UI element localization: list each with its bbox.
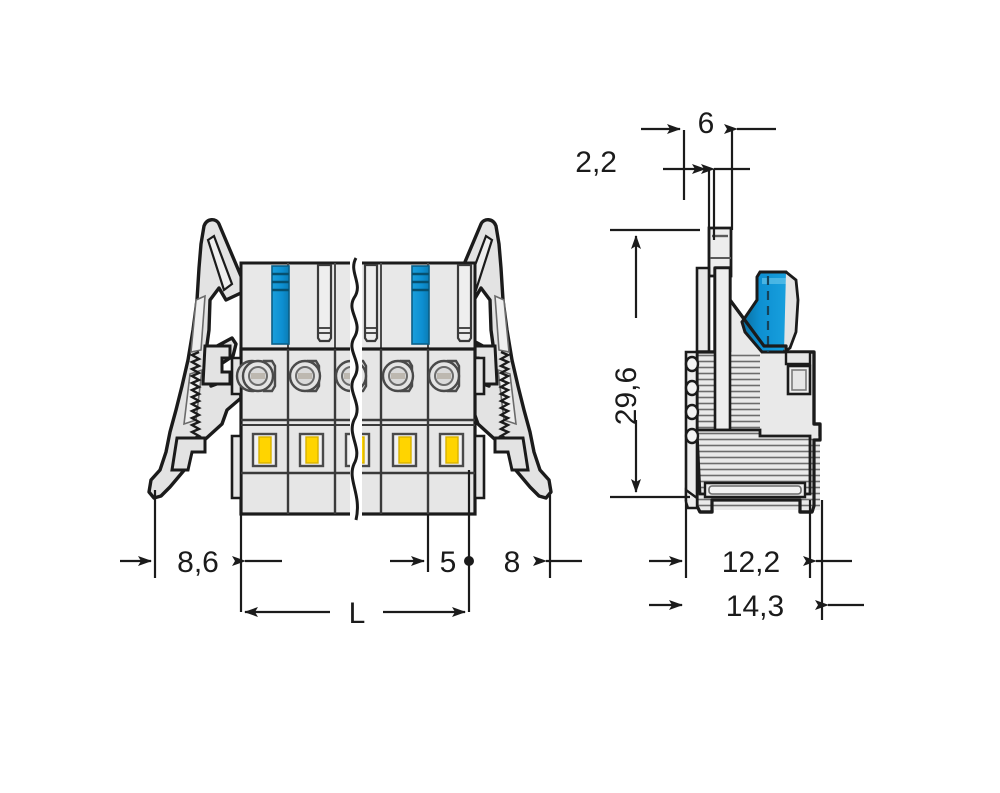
- dim-label-5: 5: [440, 546, 457, 579]
- dimension-12-2: 12,2: [649, 500, 852, 579]
- front-view: [147, 218, 553, 612]
- left-operating-lever[interactable]: [147, 218, 248, 500]
- break-symbol: [350, 257, 362, 521]
- dim-label-8-6: 8,6: [177, 546, 219, 579]
- contact-opening-5: [427, 359, 461, 393]
- dimension-29-6: 29,6: [610, 228, 700, 499]
- dimension-6: 6: [641, 107, 776, 230]
- dimension-L: L: [244, 597, 466, 630]
- yellow-marker-2: [298, 432, 325, 468]
- dim-label-12-2: 12,2: [722, 546, 780, 579]
- contact-opening-2: [288, 359, 322, 393]
- dimension-14-3: 14,3: [649, 500, 864, 623]
- yellow-marker-5: [438, 432, 465, 468]
- blue-push-button-2[interactable]: [411, 265, 430, 345]
- right-operating-lever[interactable]: [452, 218, 553, 500]
- clamping-unit-blue: [740, 270, 800, 354]
- dim-label-14-3: 14,3: [726, 590, 784, 623]
- yellow-marker-1: [251, 432, 278, 468]
- dim-label-2-2: 2,2: [575, 146, 617, 179]
- dimension-8-6: 8,6: [120, 546, 282, 579]
- contact-opening-1: [235, 359, 277, 393]
- dim-label-L: L: [349, 597, 366, 630]
- dim-label-29-6: 29,6: [610, 367, 643, 425]
- front-extension-lines: [153, 470, 552, 612]
- dim-label-6: 6: [698, 107, 715, 140]
- blue-push-button-1[interactable]: [271, 265, 290, 345]
- contact-opening-4: [381, 359, 415, 393]
- side-view: [684, 226, 822, 514]
- wire-entry-tabs: [316, 263, 473, 343]
- yellow-marker-4: [391, 432, 418, 468]
- dimension-8: 8: [504, 546, 582, 579]
- dimension-5: 5: [390, 546, 474, 579]
- side-mounting-holes: [684, 355, 700, 445]
- dim-label-8: 8: [504, 546, 521, 579]
